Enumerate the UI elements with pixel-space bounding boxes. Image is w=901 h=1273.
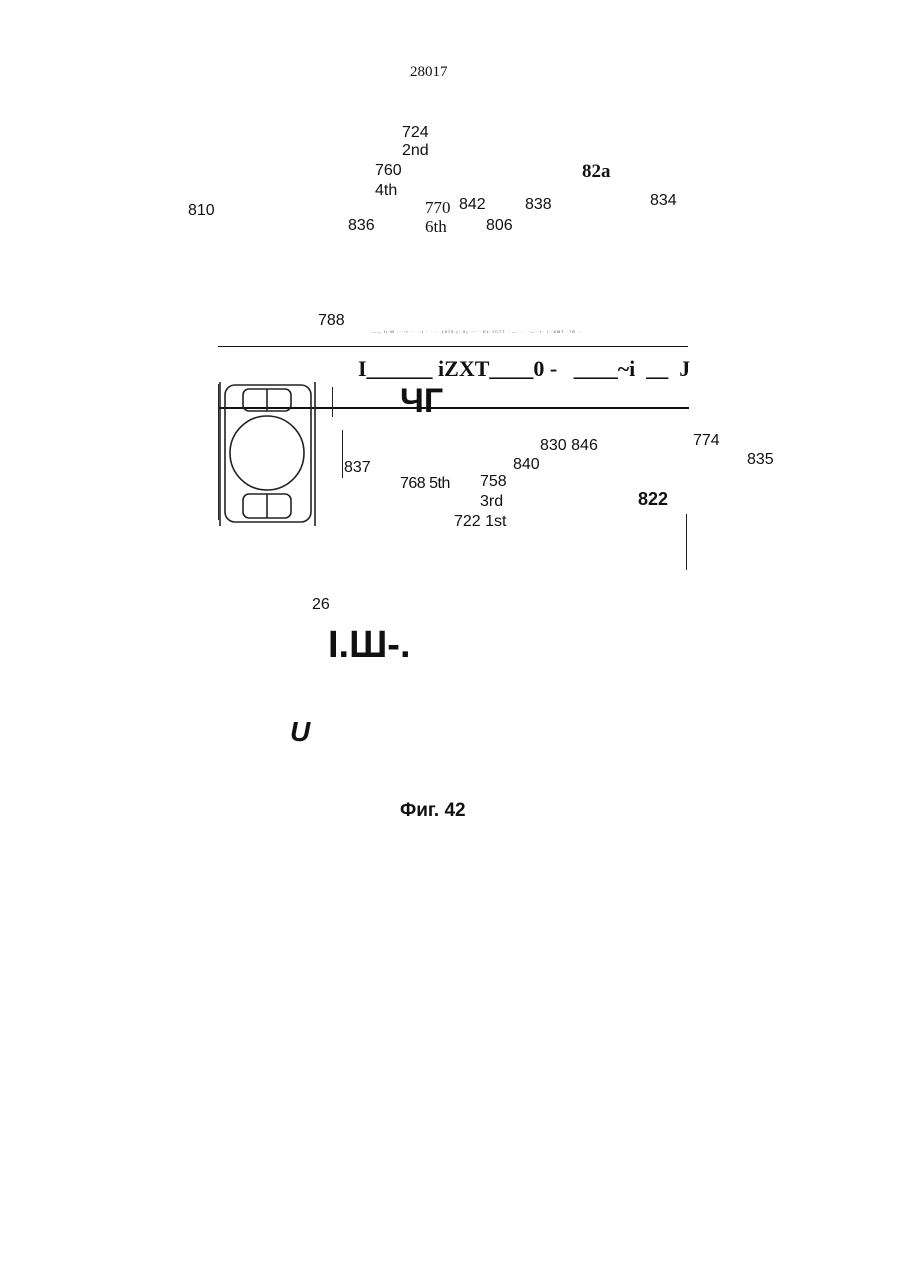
label-834: 834 — [650, 192, 677, 210]
glyph-mark-large: I.Ш-. — [328, 626, 411, 664]
label-758: 758 — [480, 473, 507, 491]
label-760: 760 — [375, 162, 402, 180]
label-822: 822 — [638, 490, 668, 508]
label-837: 837 — [344, 459, 371, 477]
label-770: 770 — [425, 199, 451, 217]
device-drawing — [218, 380, 318, 528]
short-vertical-line — [332, 387, 333, 417]
label-788: 788 — [318, 312, 345, 330]
label-6th: 6th — [425, 218, 447, 236]
glyph-mark-mid: ЧГ — [400, 384, 443, 418]
label-4th: 4th — [375, 182, 397, 200]
label-806: 806 — [486, 217, 513, 235]
page-number: 28017 — [410, 64, 448, 81]
label-724: 724 — [402, 124, 429, 142]
label-768-5th: 768 5th — [400, 475, 450, 493]
label-838: 838 — [525, 196, 552, 214]
label-840: 840 — [513, 456, 540, 474]
label-830-846: 830 846 — [540, 437, 598, 455]
glyph-mark-u: U — [290, 716, 310, 748]
label-2nd: 2nd — [402, 142, 429, 160]
figure-caption: Фиг. 42 — [400, 800, 466, 822]
label-822-leader — [686, 514, 687, 570]
label-836: 836 — [348, 217, 375, 235]
label-774: 774 — [693, 432, 720, 450]
label-810: 810 — [188, 202, 215, 220]
label-837-leader — [342, 430, 343, 478]
label-722-1st: 722 1st — [454, 513, 506, 531]
upper-line — [218, 346, 688, 347]
label-842: 842 — [459, 196, 486, 214]
label-835: 835 — [747, 451, 774, 469]
label-82a: 82a — [582, 163, 611, 181]
label-26: 26 — [312, 596, 330, 614]
garbled-text-row: I______ iZXT____0 - ____~i __ J — [358, 355, 690, 383]
label-3rd: 3rd — [480, 493, 503, 511]
faint-scan-marks: —— ti:W - ··▪ ·· ·;i · · ·, 1875 (;,5) ·… — [372, 329, 672, 335]
